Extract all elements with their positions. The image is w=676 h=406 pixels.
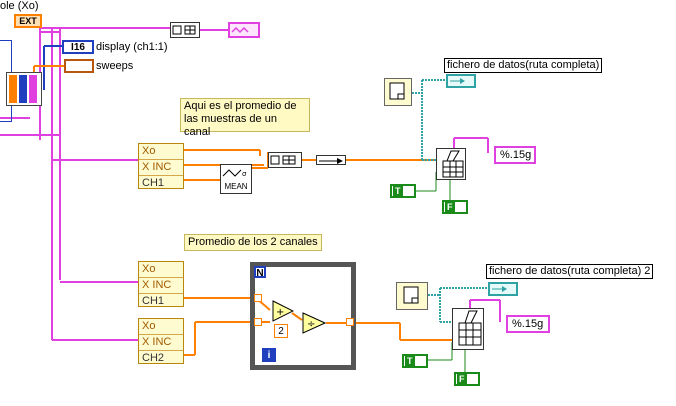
mean-icon: σ: [222, 169, 247, 178]
svg-text:+: +: [276, 307, 284, 318]
unbundle-row: CH1: [142, 177, 165, 189]
loop-iteration-terminal: i: [262, 348, 276, 362]
mean-label: MEAN: [224, 182, 248, 191]
file-dialog-node[interactable]: [384, 78, 412, 106]
bool-constant-true[interactable]: T: [390, 184, 416, 198]
svg-text:÷: ÷: [307, 319, 315, 330]
build-array-node[interactable]: [170, 22, 200, 38]
display-indicator[interactable]: I16: [62, 40, 94, 54]
truncated-source-label: ole (Xo): [0, 0, 39, 12]
add-function[interactable]: +: [272, 300, 295, 322]
file-path-indicator[interactable]: [446, 74, 476, 88]
file-path-label-2: fichero de datos(ruta completa) 2: [486, 264, 654, 279]
unbundle-row: X INC: [139, 278, 183, 294]
write-to-spreadsheet-vi-2[interactable]: [452, 308, 484, 350]
bundle-node[interactable]: [6, 72, 42, 106]
comment-single-channel-average: Aqui es el promedio de las muestras de u…: [180, 98, 310, 138]
sweeps-label: sweeps: [96, 60, 134, 72]
dynamic-indicator[interactable]: [228, 22, 260, 38]
file-path-indicator-2[interactable]: [488, 282, 518, 296]
arrow-icon: [319, 158, 343, 164]
waveform-icon: [231, 26, 249, 34]
file-dialog-icon: [403, 286, 419, 304]
unbundle-by-name-ch1-b[interactable]: Xo X INC CH1: [138, 261, 184, 307]
file-path-label: fichero de datos(ruta completa): [444, 58, 603, 73]
comment-two-channel-average: Promedio de los 2 canales: [184, 234, 322, 251]
mean-vi[interactable]: σ MEAN: [220, 164, 252, 194]
unbundle-row: X INC: [139, 335, 183, 351]
file-dialog-node-2[interactable]: [396, 282, 428, 310]
file-dialog-icon: [389, 82, 405, 100]
sweeps-indicator[interactable]: [64, 59, 94, 73]
unbundle-row: CH2: [142, 352, 165, 364]
spreadsheet-write-icon: [442, 150, 464, 178]
format-constant-2[interactable]: %.15g: [506, 315, 550, 333]
divisor-constant[interactable]: 2: [274, 324, 288, 338]
loop-tunnel-in-2[interactable]: [254, 318, 262, 326]
spreadsheet-write-icon: [458, 310, 482, 346]
unbundle-by-name-ch1[interactable]: Xo X INC CH1: [138, 143, 184, 189]
build-array-icon: [172, 25, 196, 35]
bool-constant-true-2[interactable]: T: [402, 354, 428, 368]
divide-icon: ÷: [302, 312, 327, 334]
format-constant[interactable]: %.15g: [494, 146, 536, 164]
loop-count-terminal[interactable]: N: [254, 266, 266, 279]
unbundle-row: X INC: [139, 160, 183, 176]
divide-function[interactable]: ÷: [302, 312, 327, 334]
bool-constant-false-2[interactable]: F: [454, 372, 480, 386]
unbundle-row: CH1: [142, 295, 165, 307]
display-label: display (ch1:1): [96, 41, 168, 53]
wire-double: [291, 312, 303, 321]
unbundle-by-name-ch2[interactable]: Xo X INC CH2: [138, 318, 184, 364]
build-array-icon: [270, 155, 296, 165]
loop-tunnel-in-1[interactable]: [254, 294, 262, 302]
build-array-node-1[interactable]: [268, 152, 302, 168]
path-icon: [492, 286, 507, 292]
svg-text:σ: σ: [242, 170, 247, 178]
path-icon: [450, 78, 465, 84]
bool-constant-false[interactable]: F: [442, 200, 468, 214]
unbundle-row: Xo: [139, 319, 183, 335]
loop-tunnel-out[interactable]: [346, 318, 354, 326]
write-to-spreadsheet-vi[interactable]: [436, 148, 466, 180]
transpose-node[interactable]: [316, 155, 346, 165]
unbundle-row: Xo: [139, 262, 183, 278]
for-loop[interactable]: [250, 262, 356, 370]
add-icon: +: [272, 300, 295, 322]
unbundle-row: Xo: [139, 144, 183, 160]
ext-constant[interactable]: EXT: [14, 14, 42, 28]
